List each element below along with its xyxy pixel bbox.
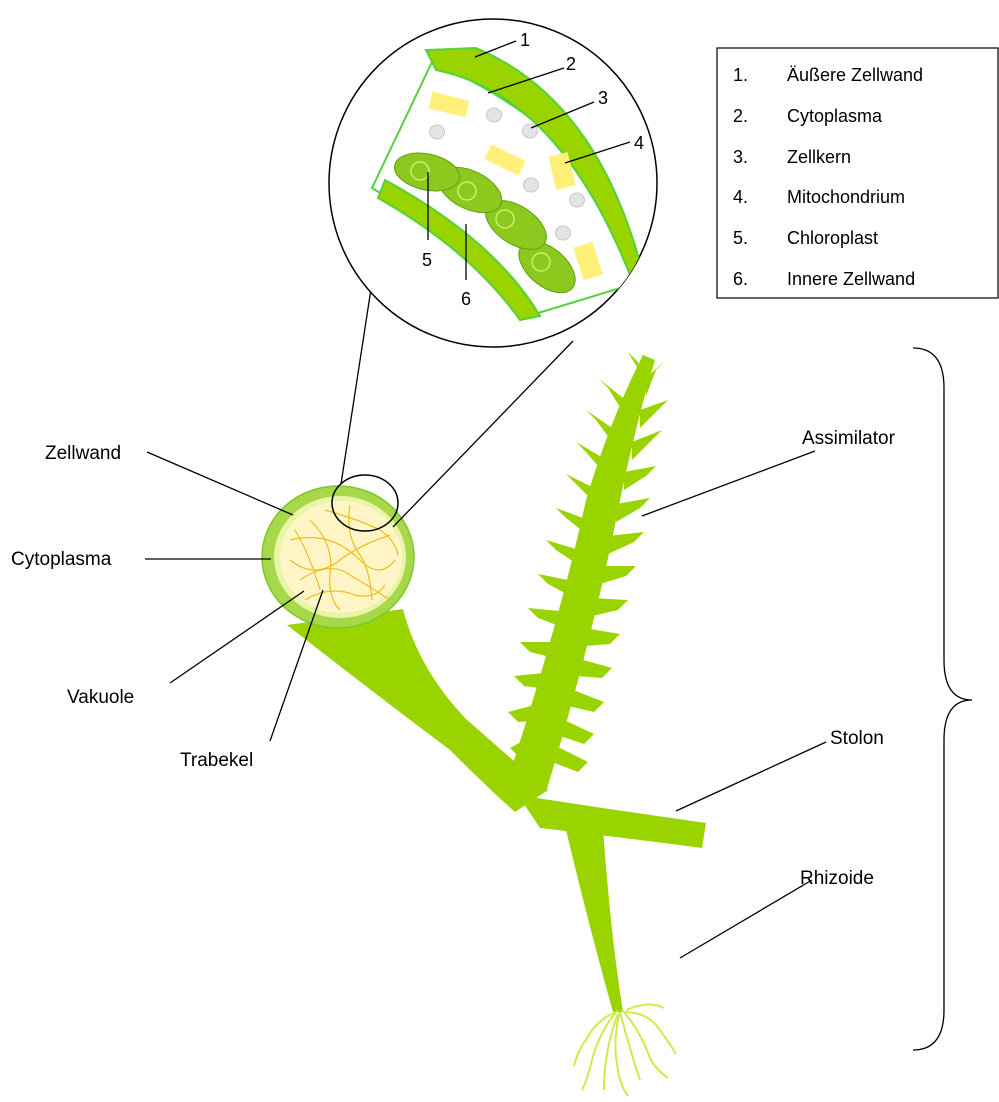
zoom-line-right xyxy=(393,341,573,527)
rhizoid-filaments xyxy=(574,1004,676,1096)
pinnule xyxy=(624,466,656,490)
label-rhizoide: Rhizoide xyxy=(800,868,874,889)
pinnule xyxy=(640,400,668,428)
label-vakuole: Vakuole xyxy=(67,687,134,708)
zoom-number-1: 1 xyxy=(520,30,530,50)
nucleus xyxy=(524,178,539,192)
grouping-brace xyxy=(913,348,972,1050)
zoom-number-6: 6 xyxy=(461,289,471,309)
label-cytoplasma: Cytoplasma xyxy=(11,549,112,570)
legend-num: 3. xyxy=(733,147,748,167)
pinnule xyxy=(584,628,620,646)
pinnule xyxy=(560,718,594,744)
zoom-number-4: 4 xyxy=(634,133,644,153)
nucleus xyxy=(487,108,502,122)
leader-rhizoide xyxy=(680,880,812,958)
zoom-number-3: 3 xyxy=(598,88,608,108)
cross-section xyxy=(262,475,414,628)
leader-assimilator xyxy=(642,451,815,516)
legend-num: 2. xyxy=(733,106,748,126)
rhizoid-filament xyxy=(615,1012,628,1096)
pinnule xyxy=(520,642,562,660)
legend-label: Zellkern xyxy=(787,147,851,167)
zoom-number-2: 2 xyxy=(566,54,576,74)
legend-label: Chloroplast xyxy=(787,228,878,248)
legend-num: 5. xyxy=(733,228,748,248)
leader-zellwand xyxy=(147,452,293,515)
pinnule xyxy=(608,532,644,554)
label-trabekel: Trabekel xyxy=(180,750,253,771)
pinnule xyxy=(568,688,604,712)
rhizoid-filament xyxy=(626,1004,664,1010)
pinnule xyxy=(592,598,628,616)
leader-stolon xyxy=(676,742,826,811)
nucleus xyxy=(556,226,571,240)
rhizoid-filament xyxy=(620,1012,640,1080)
rhizoid-filament xyxy=(624,1012,676,1054)
label-stolon: Stolon xyxy=(830,728,884,749)
legend-label: Äußere Zellwand xyxy=(787,65,923,85)
legend-num: 4. xyxy=(733,187,748,207)
legend-box: 1. Äußere Zellwand 2. Cytoplasma 3. Zell… xyxy=(717,48,998,298)
stolon-shape xyxy=(518,795,706,848)
legend-frame xyxy=(717,48,998,298)
plant-body xyxy=(287,352,706,1096)
pinnule xyxy=(616,498,650,522)
pinnule xyxy=(514,672,554,690)
legend-num: 6. xyxy=(733,269,748,289)
pinnule xyxy=(632,430,662,460)
pinnule xyxy=(600,566,636,584)
pinnule xyxy=(552,744,588,772)
label-assimilator: Assimilator xyxy=(802,428,896,449)
pinnule xyxy=(576,658,612,678)
plant-labels: Assimilator Stolon Rhizoide xyxy=(642,348,972,1050)
cross-section-labels: Zellwand Cytoplasma Vakuole Trabekel xyxy=(11,443,323,771)
legend-label: Cytoplasma xyxy=(787,106,883,126)
nucleus xyxy=(430,125,445,139)
label-zellwand: Zellwand xyxy=(45,443,121,464)
zoom-number-5: 5 xyxy=(422,250,432,270)
zoom-line-left xyxy=(341,263,375,484)
zoom-view: 1 2 3 4 5 6 xyxy=(329,19,657,347)
nucleus xyxy=(570,193,585,207)
legend-label: Innere Zellwand xyxy=(787,269,915,289)
assimilator-shaft xyxy=(506,355,655,792)
legend-num: 1. xyxy=(733,65,748,85)
pinnule xyxy=(508,702,546,722)
leader-vakuole xyxy=(170,591,304,683)
rhizoid-stem xyxy=(566,827,623,1012)
legend-label: Mitochondrium xyxy=(787,187,905,207)
